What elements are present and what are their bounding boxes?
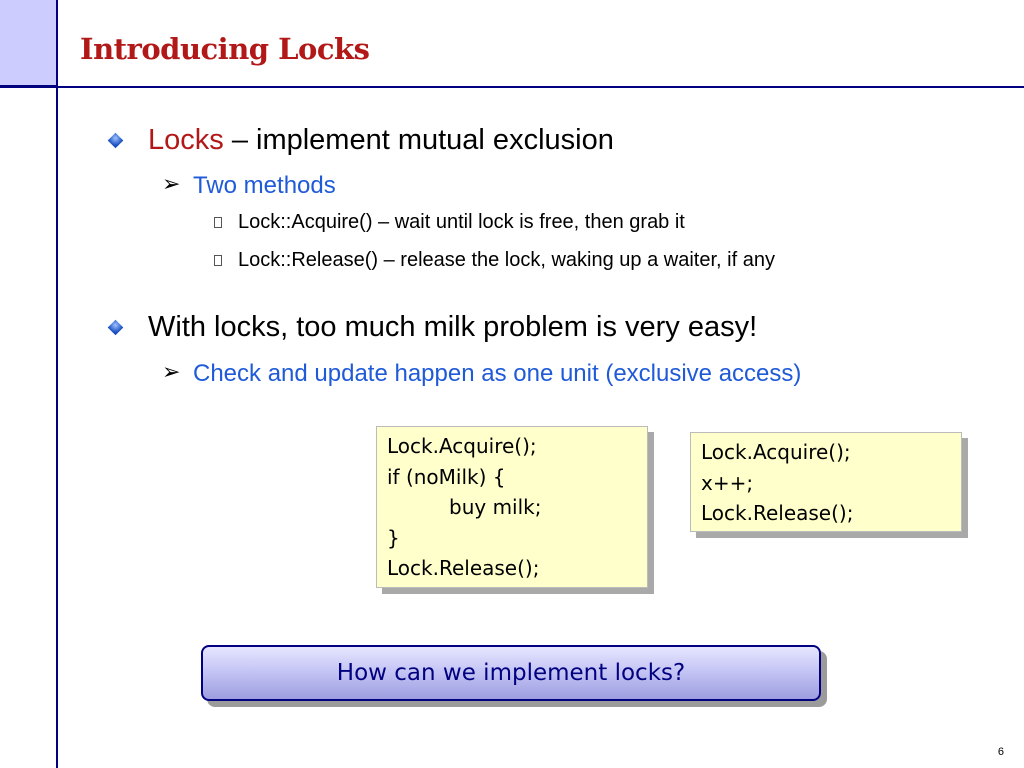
locks-keyword: Locks [148, 124, 224, 156]
page-number: 6 [997, 746, 1004, 758]
square-bullet-icon [214, 217, 222, 228]
sub-bullet-text: Two methods [193, 172, 336, 199]
square-bullet-icon [214, 255, 222, 266]
blue-diamond-icon [107, 132, 124, 149]
bullet-text: With locks, too much milk problem is ver… [148, 311, 758, 343]
corner-box [0, 0, 58, 87]
locks-description: – implement mutual exclusion [223, 124, 614, 156]
vertical-rule [56, 0, 58, 768]
arrow-bullet-icon: ➢ [162, 171, 181, 196]
code-box-counter: Lock.Acquire(); x++; Lock.Release(); [690, 432, 962, 532]
code-box-milk: Lock.Acquire(); if (noMilk) { buy milk; … [376, 426, 648, 588]
code-line: Lock.Acquire(); [387, 434, 537, 458]
question-callout: How can we implement locks? [201, 645, 821, 701]
code-line: x++; [701, 470, 754, 495]
code-line: Lock.Release(); [701, 501, 854, 526]
bullet-text: Locks – implement mutual exclusion [148, 124, 614, 157]
method-text: Lock::Release() – release the lock, waki… [238, 249, 775, 271]
arrow-bullet-icon: ➢ [162, 359, 181, 384]
slide-title: Introducing Locks [80, 32, 370, 66]
code-line: buy milk; [449, 495, 542, 520]
code-line: Lock.Release(); [387, 556, 540, 581]
code-line: } [387, 525, 400, 550]
blue-diamond-icon [107, 319, 124, 336]
method-text: Lock::Acquire() – wait until lock is fre… [238, 211, 685, 233]
sub-bullet-text: Check and update happen as one unit (exc… [193, 360, 802, 387]
code-line: Lock.Acquire(); [701, 440, 851, 464]
code-line: if (noMilk) { [387, 464, 506, 489]
title-rule [0, 86, 1024, 88]
